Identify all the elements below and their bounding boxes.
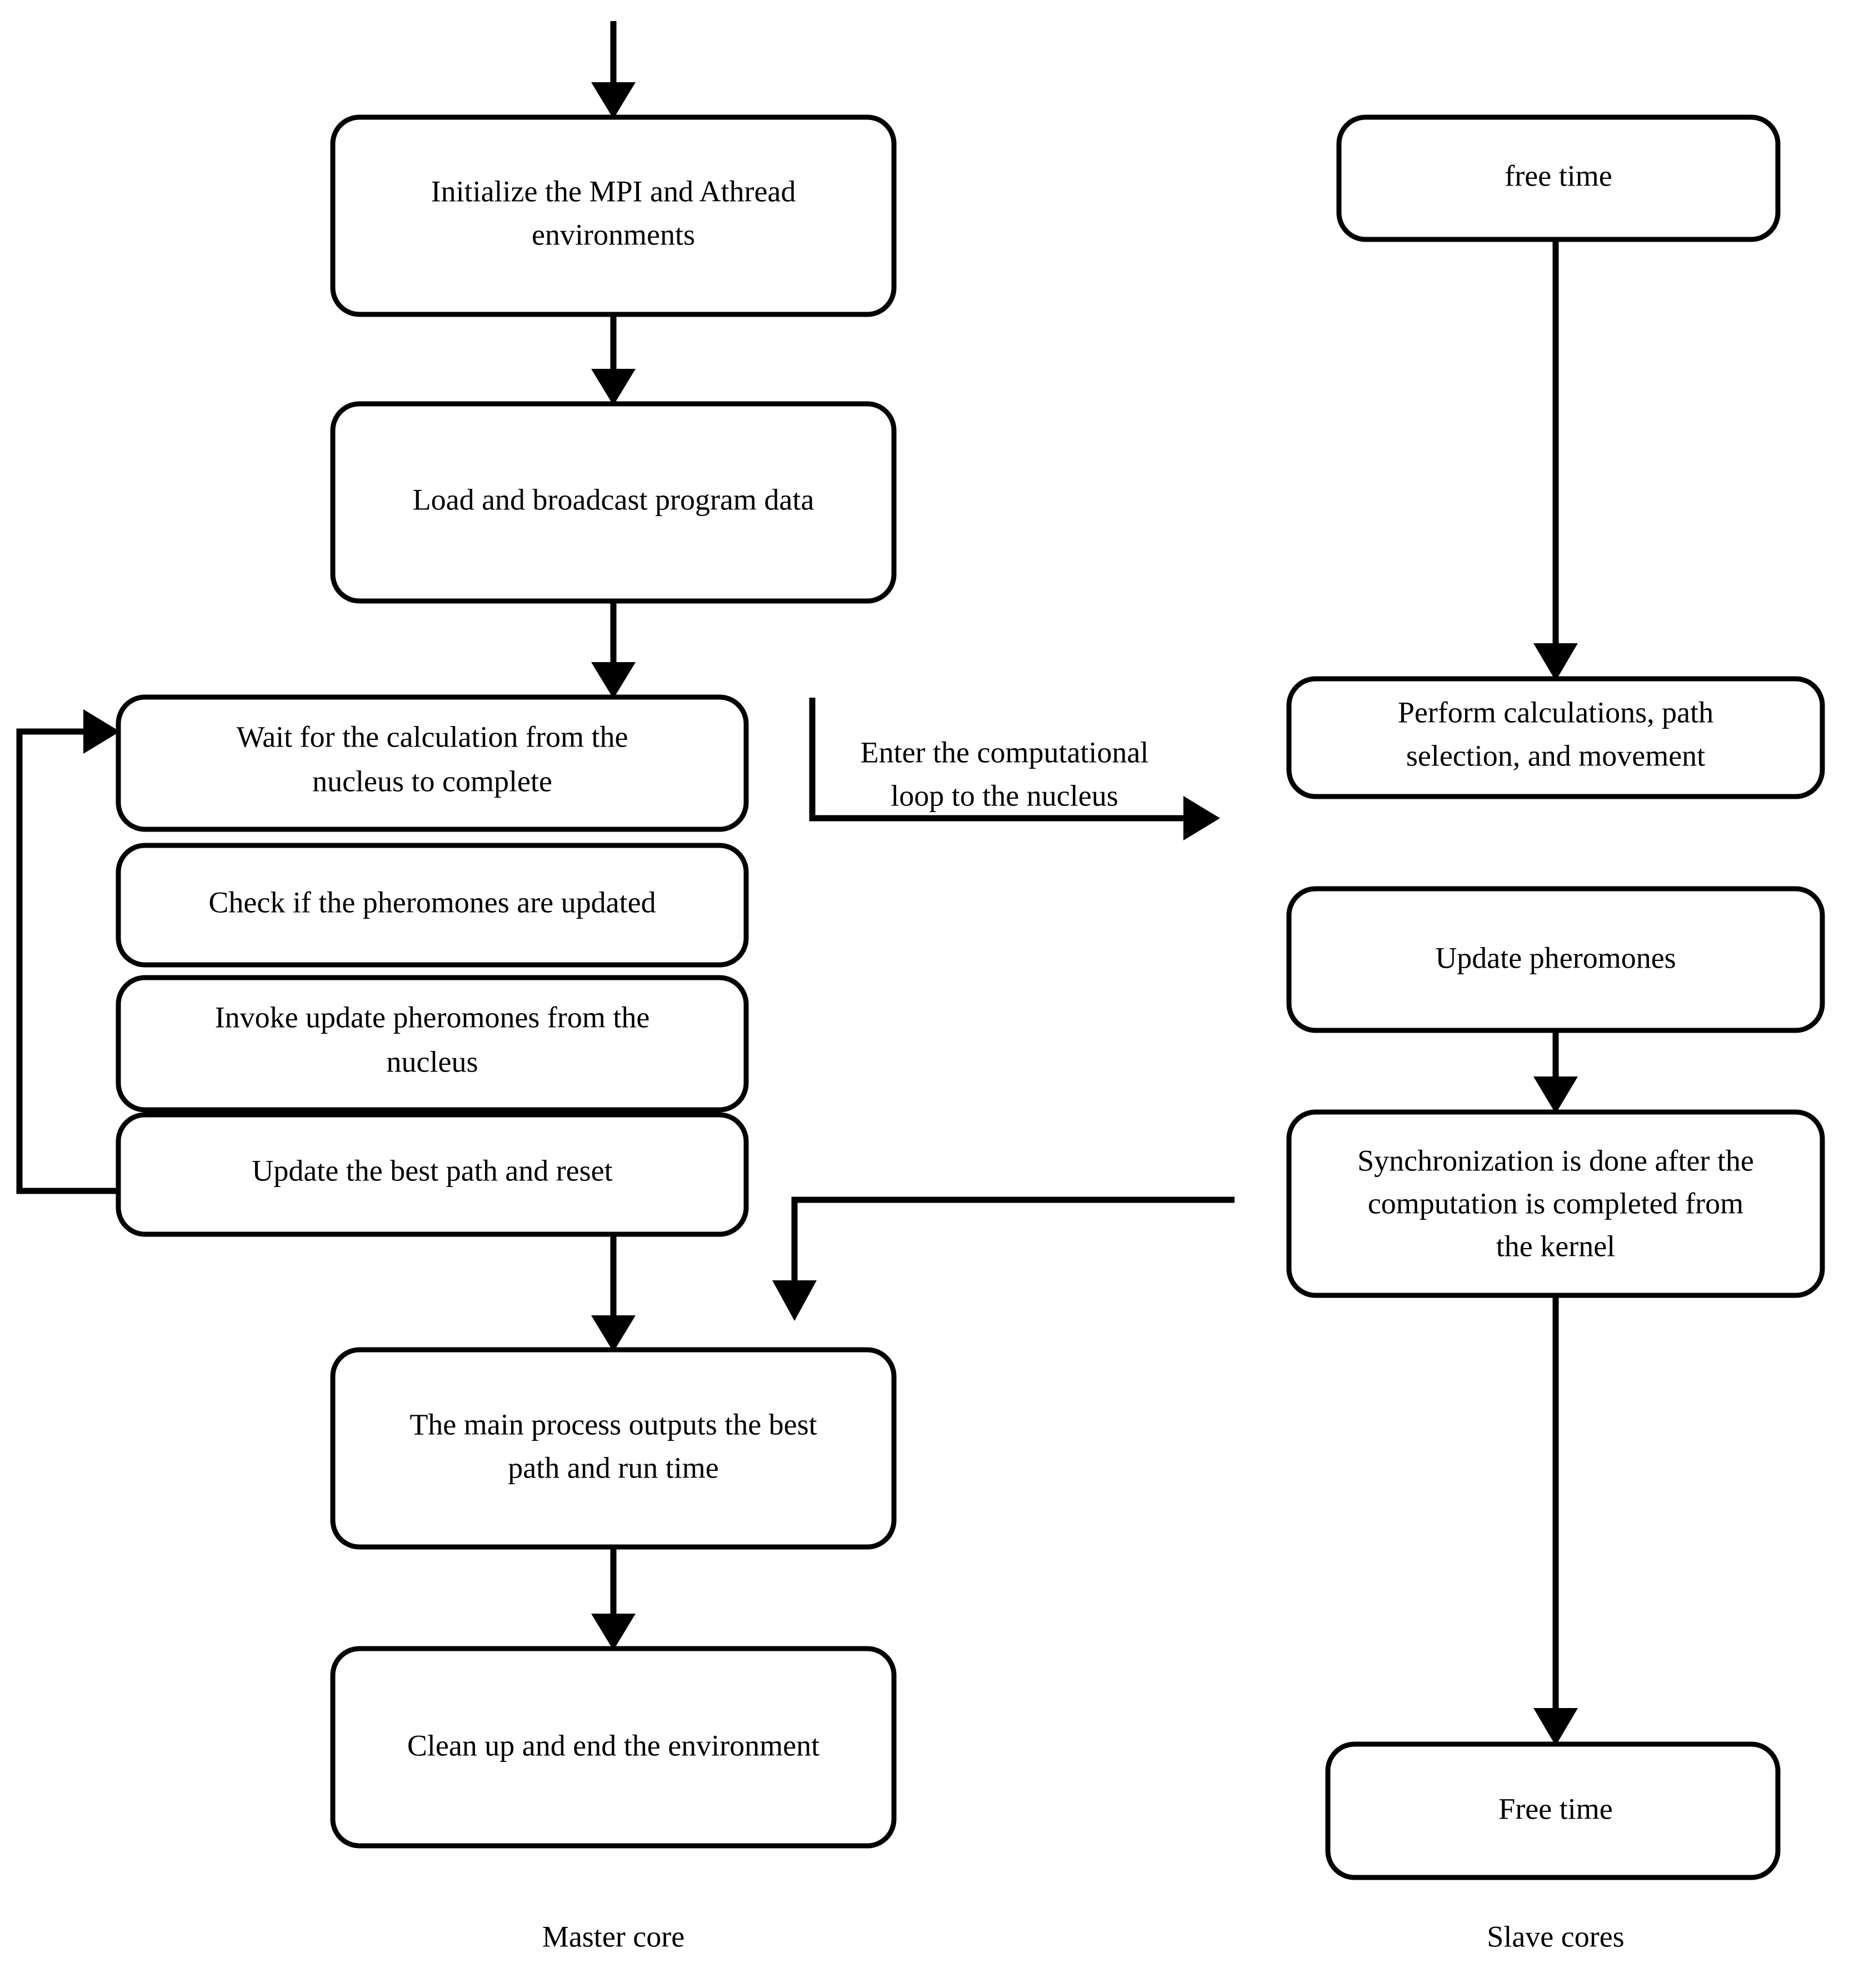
node-label-line: Wait for the calculation from the: [237, 720, 628, 753]
node-label-line: Update pheromones: [1435, 941, 1676, 974]
column-caption-master: Master core: [542, 1920, 684, 1953]
edge-label-line: Enter the computational: [861, 735, 1149, 769]
node-label-line: nucleus: [387, 1045, 478, 1078]
node-label-line: selection, and movement: [1406, 739, 1705, 772]
node-box: [330, 114, 897, 317]
node-label-line: Perform calculations, path: [1398, 695, 1713, 729]
node-wait-for-calculation[interactable]: Wait for the calculation from the nucleu…: [116, 694, 749, 832]
node-synchronization-after-computation[interactable]: Synchronization is done after the comput…: [1286, 1109, 1825, 1298]
node-box: [116, 1112, 749, 1237]
node-label-line: Initialize the MPI and Athread: [431, 174, 796, 208]
column-caption-slave: Slave cores: [1487, 1920, 1624, 1953]
node-invoke-update-pheromones[interactable]: Invoke update pheromones from the nucleu…: [116, 975, 749, 1113]
node-label-line: Load and broadcast program data: [413, 483, 814, 516]
node-free-time-bottom[interactable]: Free time: [1325, 1741, 1781, 1880]
node-initialize-mpi-athread[interactable]: Initialize the MPI and Athread environme…: [330, 114, 897, 317]
edge-load-to-wait: [591, 601, 636, 699]
node-box: [116, 975, 749, 1113]
node-label-line: Synchronization is done after the: [1357, 1144, 1754, 1177]
node-main-process-outputs[interactable]: The main process outputs the best path a…: [330, 1347, 897, 1550]
node-perform-calculations[interactable]: Perform calculations, path selection, an…: [1286, 676, 1825, 799]
node-box: [1325, 1741, 1781, 1880]
node-label-line: Free time: [1498, 1792, 1612, 1825]
node-check-pheromones-updated[interactable]: Check if the pheromones are updated: [116, 843, 749, 968]
edge-update-best-path-to-main-output: [591, 1234, 636, 1352]
node-clean-up-end-environment[interactable]: Clean up and end the environment: [330, 1646, 897, 1849]
node-box: [116, 694, 749, 832]
node-label-line: Invoke update pheromones from the: [215, 1000, 650, 1034]
node-label-line: Check if the pheromones are updated: [208, 885, 656, 919]
node-box: [116, 843, 749, 968]
node-label-line: environments: [532, 218, 695, 251]
node-load-broadcast-program-data[interactable]: Load and broadcast program data: [330, 401, 897, 604]
edge-enter-computational-loop: Enter the computational loop to the nucl…: [809, 698, 1220, 840]
node-label-line: free time: [1505, 159, 1612, 192]
node-label-line: path and run time: [508, 1451, 718, 1484]
edge-entry-to-initialize: [591, 21, 636, 119]
edge-initialize-to-load: [591, 314, 636, 405]
node-update-pheromones-slave[interactable]: Update pheromones: [1286, 886, 1825, 1033]
node-label-line: computation is completed from: [1368, 1186, 1743, 1220]
node-label-line: nucleus to complete: [312, 764, 552, 798]
node-label-line: Clean up and end the environment: [407, 1729, 819, 1762]
node-update-best-path-reset[interactable]: Update the best path and reset: [116, 1112, 749, 1237]
edge-synchronization-to-free-time: [1533, 1295, 1578, 1746]
node-box: [330, 1347, 897, 1550]
edge-label-line: loop to the nucleus: [891, 779, 1118, 812]
edge-slave-back-to-main-output: [772, 1196, 1235, 1321]
edge-free-time-to-perform-calculations: [1533, 239, 1578, 681]
node-label-line: the kernel: [1496, 1229, 1615, 1263]
node-label-line: Update the best path and reset: [252, 1154, 612, 1187]
node-free-time-top[interactable]: free time: [1336, 114, 1781, 242]
edge-main-output-to-cleanup: [591, 1547, 636, 1650]
edge-loop-back-to-wait: [16, 709, 120, 1194]
edge-update-pheromones-to-synchronization: [1533, 1030, 1578, 1114]
node-label-line: The main process outputs the best: [409, 1408, 817, 1441]
